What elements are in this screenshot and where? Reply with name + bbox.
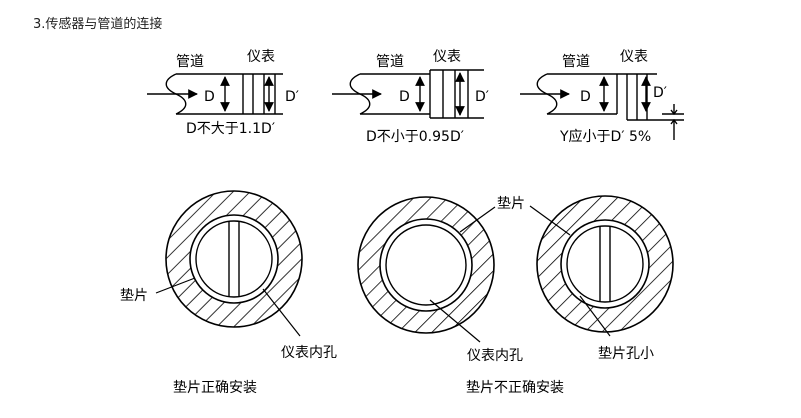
dprime-label: D′ — [285, 89, 299, 105]
connection-figure-1: 管道 仪表 D D′ D不大于1.1D′ — [147, 49, 299, 137]
figure-caption: D不大于1.1D′ — [186, 121, 275, 137]
pipe-label: 管道 — [176, 54, 204, 70]
small-hole-label: 垫片孔小 — [598, 346, 654, 362]
figure-caption: Y应小于D′ 5% — [559, 128, 651, 145]
meter-label: 仪表 — [620, 49, 648, 65]
meter-label: 仪表 — [247, 49, 275, 65]
gasket-incorrect-ring-1 — [357, 196, 496, 343]
dprime-label: D′ — [475, 89, 489, 105]
bore-label: 仪表内孔 — [281, 345, 337, 361]
figure-caption: D不小于0.95D′ — [366, 129, 464, 145]
dprime-label: D′ — [653, 85, 667, 101]
section-heading: 3.传感器与管道的连接 — [33, 17, 163, 32]
caption-correct: 垫片正确安装 — [173, 380, 257, 396]
pipe-label: 管道 — [376, 54, 404, 70]
bore-label: 仪表内孔 — [467, 348, 523, 364]
y-offset-marker — [662, 104, 684, 140]
gasket-label: 垫片 — [120, 288, 148, 304]
gasket-incorrect-ring-2 — [529, 195, 674, 337]
pipe-label: 管道 — [562, 54, 590, 70]
d-label: D — [580, 89, 591, 105]
meter-body — [242, 73, 283, 115]
caption-incorrect: 垫片不正确安装 — [466, 380, 564, 396]
meter-body — [429, 69, 484, 119]
meter-label: 仪表 — [433, 49, 461, 65]
d-label: D — [399, 89, 410, 105]
connection-figure-2: 管道 仪表 D D′ D不小于0.95D′ — [332, 49, 489, 145]
gasket-label: 垫片 — [497, 196, 525, 212]
connection-figure-3: 管道 仪表 D D′ Y应小于D′ 5% — [520, 49, 684, 145]
gasket-correct-ring — [155, 190, 303, 337]
d-label: D — [204, 89, 215, 105]
